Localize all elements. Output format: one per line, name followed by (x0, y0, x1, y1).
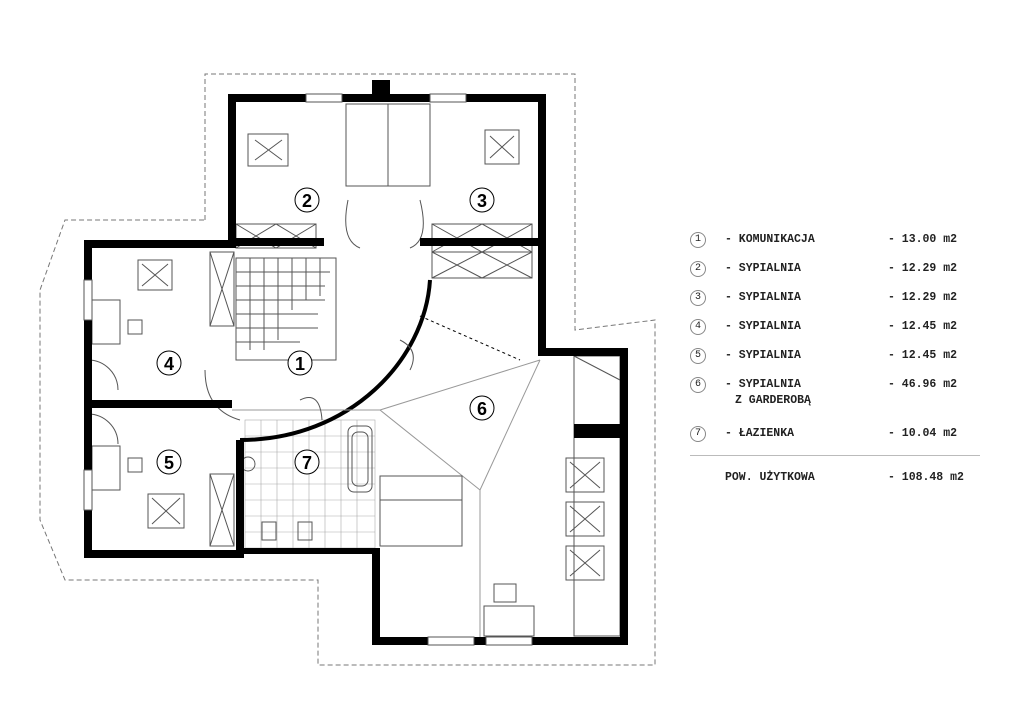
legend-room-name: - ŁAZIENKA (725, 427, 795, 440)
legend-number: 1 (690, 232, 706, 248)
legend-number: 7 (690, 426, 706, 442)
room-label-7: 7 (302, 453, 312, 473)
total-label: POW. UŻYTKOWA (725, 471, 815, 484)
legend-room-area: - 12.29 m2 (888, 291, 958, 304)
legend-number: 3 (690, 290, 706, 306)
legend-room-name: - SYPIALNIA (725, 291, 801, 304)
room-label-4: 4 (164, 354, 174, 374)
room-label-6: 6 (477, 399, 487, 419)
windows (83, 93, 533, 646)
legend-room-area: - 13.00 m2 (888, 233, 958, 246)
legend-room-area: - 10.04 m2 (888, 427, 958, 440)
legend-number: 4 (690, 319, 706, 335)
furniture (87, 103, 621, 640)
room-legend: 1 - KOMUNIKACJA - 13.00 m2 2 - SYPIALNIA - 1… (690, 232, 980, 499)
total-area: - 108.48 m2 (888, 471, 964, 484)
legend-room-area: - 12.29 m2 (888, 262, 958, 275)
legend-row: 3 - SYPIALNIA - 12.29 m2 (690, 290, 980, 319)
walls (84, 80, 628, 645)
legend-room-area: - 46.96 m2 (888, 378, 958, 391)
legend-room-area: - 12.45 m2 (888, 320, 958, 333)
legend-row: 5 - SYPIALNIA - 12.45 m2 (690, 348, 980, 377)
legend-room-name: - SYPIALNIA (725, 262, 801, 275)
legend-row: 4 - SYPIALNIA - 12.45 m2 (690, 319, 980, 348)
room-label-5: 5 (164, 453, 174, 473)
legend-number: 5 (690, 348, 706, 364)
legend-room-name-line2: Z GARDEROBĄ (735, 394, 811, 407)
legend-row: 7 - ŁAZIENKA - 10.04 m2 (690, 426, 980, 455)
legend-room-area: - 12.45 m2 (888, 349, 958, 362)
room-label-3: 3 (477, 191, 487, 211)
legend-number: 2 (690, 261, 706, 277)
legend-room-name: - SYPIALNIA (725, 378, 801, 391)
legend-total-row: POW. UŻYTKOWA - 108.48 m2 (690, 470, 980, 499)
room-label-1: 1 (295, 354, 305, 374)
legend-row: 1 - KOMUNIKACJA - 13.00 m2 (690, 232, 980, 261)
legend-room-name: - SYPIALNIA (725, 349, 801, 362)
legend-divider (690, 455, 980, 456)
legend-row: 6 - SYPIALNIA Z GARDEROBĄ - 46.96 m2 (690, 377, 980, 426)
room-labels: 2 3 1 4 5 6 7 (156, 187, 495, 475)
legend-row: 2 - SYPIALNIA - 12.29 m2 (690, 261, 980, 290)
legend-room-name: - KOMUNIKACJA (725, 233, 815, 246)
legend-room-name: - SYPIALNIA (725, 320, 801, 333)
roof-outline (39, 73, 656, 666)
legend-number: 6 (690, 377, 706, 393)
room-label-2: 2 (302, 191, 312, 211)
